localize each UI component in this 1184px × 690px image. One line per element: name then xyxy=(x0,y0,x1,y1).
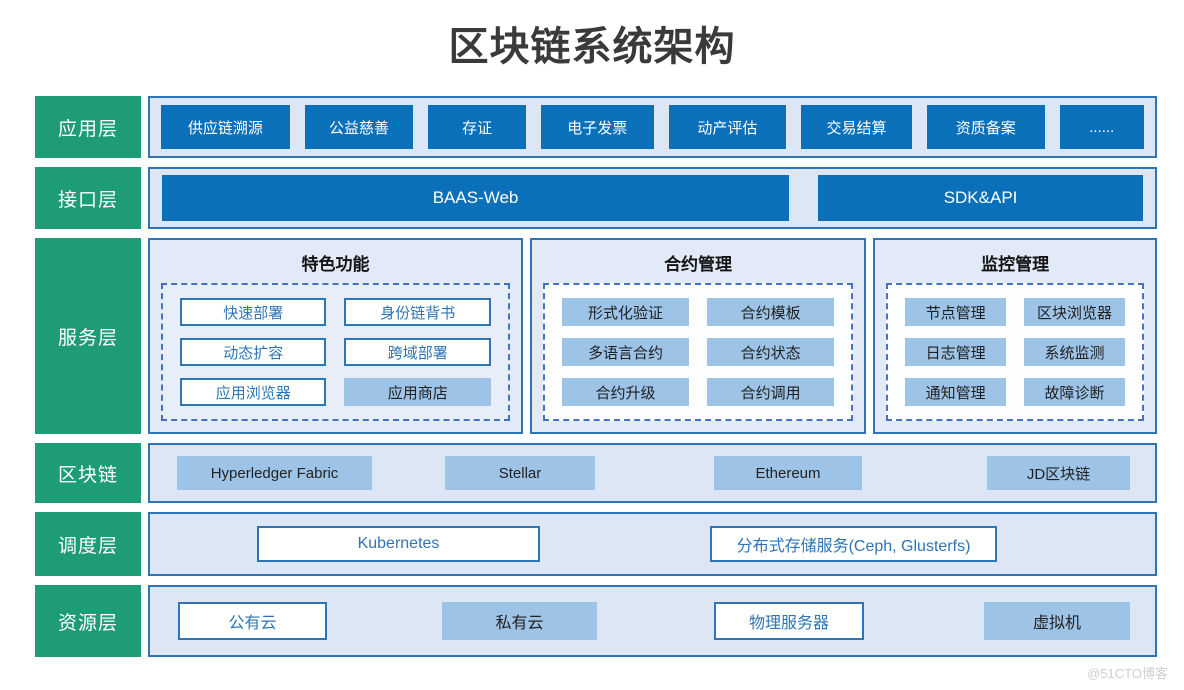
application-layer-row: 应用层 供应链溯源 公益慈善 存证 电子发票 动产评估 交易结算 资质备案 ..… xyxy=(35,96,1157,158)
resource-layer-panel: 公有云 私有云 物理服务器 虚拟机 xyxy=(148,585,1157,657)
application-layer-panel: 供应链溯源 公益慈善 存证 电子发票 动产评估 交易结算 资质备案 ...... xyxy=(148,96,1157,158)
app-item-more: ...... xyxy=(1059,105,1145,149)
layer-label-resource: 资源层 xyxy=(35,585,141,657)
service-item-contract-template: 合约模板 xyxy=(707,298,835,326)
app-item-qualification-filing: 资质备案 xyxy=(926,105,1045,149)
service-groups: 特色功能 快速部署 身份链背书 动态扩容 跨域部署 应用浏览器 应用商店 合约管… xyxy=(148,238,1157,434)
service-item-quick-deploy: 快速部署 xyxy=(180,298,327,326)
service-item-fault-diagnosis: 故障诊断 xyxy=(1024,378,1125,406)
group-title-contract-mgmt: 合约管理 xyxy=(664,255,733,274)
scheduling-layer-panel: Kubernetes 分布式存储服务(Ceph, Glusterfs) xyxy=(148,512,1157,576)
service-item-node-mgmt: 节点管理 xyxy=(905,298,1007,326)
service-item-system-monitor: 系统监测 xyxy=(1024,338,1125,366)
app-item-evidence: 存证 xyxy=(428,105,526,149)
service-item-app-browser: 应用浏览器 xyxy=(180,378,327,406)
service-item-multilang-contract: 多语言合约 xyxy=(561,338,690,366)
scheduling-item-kubernetes: Kubernetes xyxy=(257,526,540,562)
layer-label-blockchain: 区块链 xyxy=(35,443,141,503)
architecture-diagram: 应用层 供应链溯源 公益慈善 存证 电子发票 动产评估 交易结算 资质备案 ..… xyxy=(35,96,1157,657)
service-item-contract-invoke: 合约调用 xyxy=(707,378,835,406)
blockchain-item-jd-chain: JD区块链 xyxy=(987,456,1130,490)
interface-item-sdk-api: SDK&API xyxy=(818,175,1143,221)
service-item-formal-verification: 形式化验证 xyxy=(561,298,690,326)
service-group-contract-mgmt: 合约管理 形式化验证 合约模板 多语言合约 合约状态 合约升级 合约调用 xyxy=(529,238,867,434)
interface-item-baas-web: BAAS-Web xyxy=(162,175,790,221)
interface-layer-row: 接口层 BAAS-Web SDK&API xyxy=(35,167,1157,229)
service-group-monitoring: 监控管理 节点管理 区块浏览器 日志管理 系统监测 通知管理 故障诊断 xyxy=(873,238,1157,434)
app-item-trade-settlement: 交易结算 xyxy=(801,105,912,149)
service-layer-row: 服务层 特色功能 快速部署 身份链背书 动态扩容 跨域部署 应用浏览器 应用商店… xyxy=(35,238,1157,434)
resource-item-public-cloud: 公有云 xyxy=(178,602,327,640)
service-item-log-mgmt: 日志管理 xyxy=(905,338,1007,366)
blockchain-item-stellar: Stellar xyxy=(445,456,595,490)
service-item-contract-status: 合约状态 xyxy=(707,338,835,366)
layer-label-service: 服务层 xyxy=(35,238,141,434)
group-body-features: 快速部署 身份链背书 动态扩容 跨域部署 应用浏览器 应用商店 xyxy=(161,283,510,421)
group-title-monitoring: 监控管理 xyxy=(981,255,1050,274)
resource-item-private-cloud: 私有云 xyxy=(442,602,597,640)
service-item-identity-chain-endorse: 身份链背书 xyxy=(344,298,491,326)
resource-layer-row: 资源层 公有云 私有云 物理服务器 虚拟机 xyxy=(35,585,1157,657)
interface-layer-panel: BAAS-Web SDK&API xyxy=(148,167,1157,229)
service-item-cross-domain-deploy: 跨域部署 xyxy=(344,338,491,366)
app-item-supply-chain-trace: 供应链溯源 xyxy=(161,105,290,149)
app-item-charity: 公益慈善 xyxy=(304,105,414,149)
service-item-contract-upgrade: 合约升级 xyxy=(561,378,690,406)
blockchain-layer-row: 区块链 Hyperledger Fabric Stellar Ethereum … xyxy=(35,443,1157,503)
service-item-app-store: 应用商店 xyxy=(344,378,491,406)
blockchain-layer-panel: Hyperledger Fabric Stellar Ethereum JD区块… xyxy=(148,443,1157,503)
blockchain-item-ethereum: Ethereum xyxy=(714,456,862,490)
service-group-features: 特色功能 快速部署 身份链背书 动态扩容 跨域部署 应用浏览器 应用商店 xyxy=(148,238,523,434)
service-item-block-explorer: 区块浏览器 xyxy=(1024,298,1125,326)
resource-item-physical-server: 物理服务器 xyxy=(714,602,864,640)
group-body-monitoring: 节点管理 区块浏览器 日志管理 系统监测 通知管理 故障诊断 xyxy=(886,283,1144,421)
scheduling-layer-row: 调度层 Kubernetes 分布式存储服务(Ceph, Glusterfs) xyxy=(35,512,1157,576)
service-item-notification-mgmt: 通知管理 xyxy=(905,378,1007,406)
diagram-title: 区块链系统架构 xyxy=(448,25,736,69)
layer-label-interface: 接口层 xyxy=(35,167,141,229)
layer-label-application: 应用层 xyxy=(35,96,141,158)
resource-item-virtual-machine: 虚拟机 xyxy=(984,602,1130,640)
app-item-asset-appraisal: 动产评估 xyxy=(668,105,787,149)
group-title-features: 特色功能 xyxy=(301,255,370,274)
group-body-contract-mgmt: 形式化验证 合约模板 多语言合约 合约状态 合约升级 合约调用 xyxy=(542,283,854,421)
blockchain-item-hyperledger-fabric: Hyperledger Fabric xyxy=(177,456,372,490)
watermark: @51CTO博客 xyxy=(1087,666,1168,681)
scheduling-item-distributed-storage: 分布式存储服务(Ceph, Glusterfs) xyxy=(710,526,997,562)
layer-label-scheduling: 调度层 xyxy=(35,512,141,576)
service-item-dynamic-scaling: 动态扩容 xyxy=(180,338,327,366)
app-item-e-invoice: 电子发票 xyxy=(540,105,654,149)
